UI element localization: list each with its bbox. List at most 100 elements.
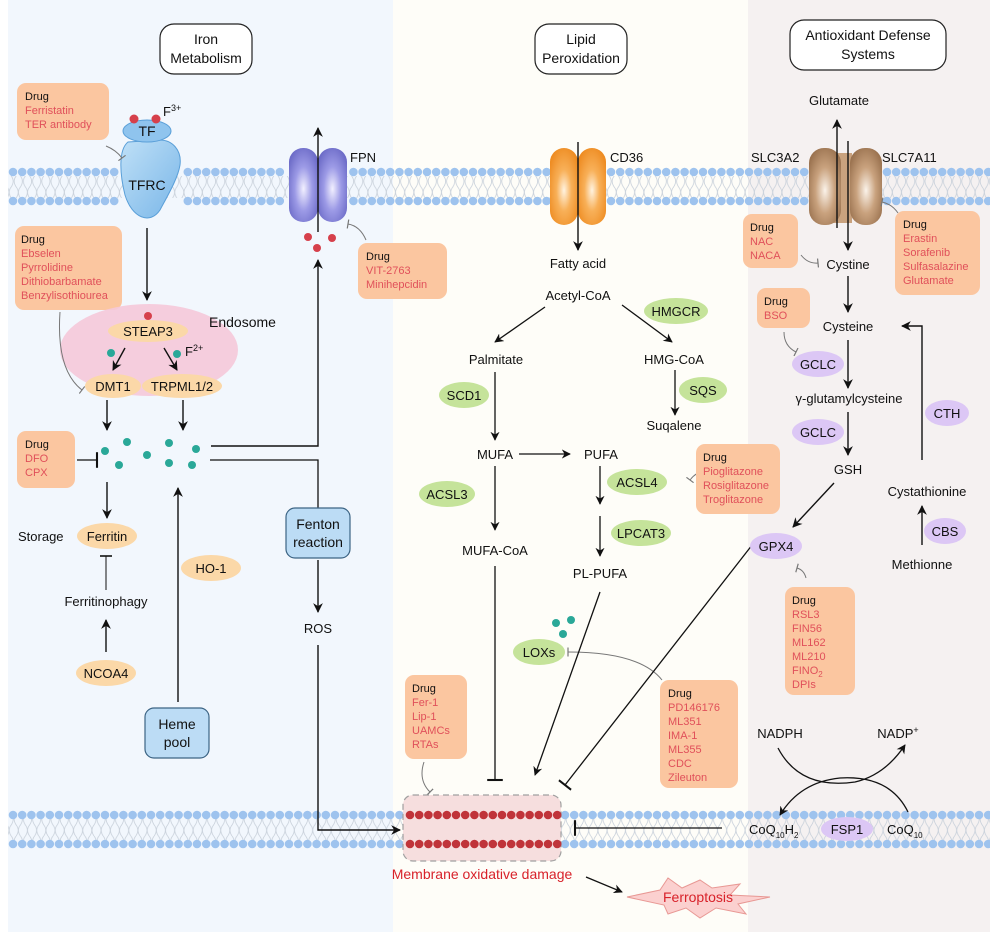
lipid-head — [606, 196, 616, 206]
cd36-label: CD36 — [610, 150, 643, 165]
lipid-head — [155, 810, 165, 820]
lipid-head — [257, 839, 266, 849]
lipid-head — [358, 839, 367, 849]
lipid-head — [395, 810, 404, 820]
ncoa4-label: NCOA4 — [84, 666, 129, 681]
lipid-head — [450, 167, 459, 177]
oxidized-lipid-head — [442, 810, 452, 820]
drug-box-system-xc: Drug Erastin Sorafenib Sulfasalazine Glu… — [895, 211, 980, 295]
drug-title: Drug — [764, 296, 788, 308]
drug-item: DFO — [25, 453, 49, 465]
lipid-head — [753, 167, 763, 177]
oxidized-lipid-head — [543, 839, 553, 849]
lipid-head — [82, 167, 91, 177]
lipid-head — [119, 810, 128, 820]
lipid-head — [36, 810, 45, 820]
gpx4-label: GPX4 — [759, 539, 794, 554]
lipid-head — [45, 839, 55, 849]
drug-box-fpn: Drug VIT-2763 Minihepcidin — [358, 243, 447, 299]
lipid-head — [753, 196, 763, 206]
lipid-head — [661, 167, 671, 177]
drug-item: Sorafenib — [903, 247, 950, 259]
lipid-head — [956, 839, 965, 849]
drug-item: Minihepcidin — [366, 279, 427, 291]
lipid-head — [901, 167, 910, 177]
lipid-head — [100, 810, 110, 820]
drug-item: NACA — [750, 250, 781, 262]
ferritinophagy-label: Ferritinophagy — [64, 594, 148, 609]
lipid-head — [689, 167, 699, 177]
endosome-label: Endosome — [209, 314, 276, 330]
lipid-head — [615, 196, 625, 206]
lipid-head — [818, 839, 827, 849]
lipid-head — [293, 810, 303, 820]
lipid-head — [211, 810, 220, 820]
inhibition-cystine — [800, 254, 820, 268]
lipid-head — [183, 196, 193, 206]
lipid-head — [395, 839, 404, 849]
inhibition-tf — [105, 145, 126, 162]
membrane-damage-zone — [402, 794, 562, 862]
lipid-head — [63, 810, 73, 820]
lipid-head — [349, 839, 358, 849]
drug-item: RSL3 — [792, 609, 820, 621]
lipid-panel-bg — [393, 0, 748, 932]
lipid-head — [192, 196, 202, 206]
oxidized-lipid-head — [506, 810, 516, 820]
inhibition-system-xc — [880, 197, 899, 214]
lipid-head — [201, 810, 211, 820]
lipid-head — [220, 196, 229, 206]
fe3-label: F3+ — [163, 103, 181, 119]
lipid-head — [441, 196, 450, 206]
lipid-head — [514, 196, 524, 206]
lipid-head — [652, 839, 662, 849]
oxidized-lipid-head — [414, 839, 424, 849]
lipid-head — [413, 167, 423, 177]
lipid-head — [523, 196, 533, 206]
lipid-head — [284, 839, 294, 849]
lipid-head — [781, 196, 791, 206]
storage-label: Storage — [18, 529, 64, 544]
inhibition-gclc — [783, 331, 799, 357]
lipid-head — [431, 196, 441, 206]
lipid-head — [569, 839, 579, 849]
heme-pool-label: Heme — [158, 716, 196, 732]
lipid-head — [606, 167, 616, 177]
lipid-head — [735, 167, 745, 177]
lipid-head — [257, 167, 266, 177]
lipid-head — [634, 196, 643, 206]
palmitate-label: Palmitate — [469, 352, 523, 367]
lipid-head — [680, 839, 689, 849]
antioxidant-defense-title: Antioxidant Defense Systems — [789, 19, 947, 71]
lipid-head — [717, 167, 726, 177]
lipid-head — [689, 839, 699, 849]
lipid-head — [487, 167, 496, 177]
fsp1-enzyme: FSP1 — [821, 817, 873, 841]
lipid-head — [100, 196, 110, 206]
drug-item: Rosiglitazone — [703, 480, 769, 492]
acsl3-enzyme: ACSL3 — [419, 481, 475, 507]
lipid-head — [919, 839, 929, 849]
oxidized-lipid-head — [488, 839, 498, 849]
lipid-head — [698, 167, 708, 177]
lipid-head — [284, 810, 294, 820]
lipid-head — [146, 810, 156, 820]
lipid-head — [891, 196, 901, 206]
scd1-enzyme: SCD1 — [439, 382, 489, 408]
lipid-head — [137, 810, 147, 820]
oxidized-lipid-head — [470, 810, 479, 820]
lipid-head — [772, 167, 781, 177]
methionine-label: Methionne — [892, 557, 953, 572]
lipid-head — [671, 167, 680, 177]
fe2-label: F2+ — [185, 343, 203, 359]
lipid-head — [864, 810, 873, 820]
lipid-head — [634, 167, 643, 177]
ncoa4-protein: NCOA4 — [76, 660, 136, 686]
loxs-enzyme: LOXs — [513, 639, 565, 665]
lipid-head — [514, 167, 524, 177]
lipid-head — [753, 810, 763, 820]
lipid-head — [73, 839, 82, 849]
lipid-head — [928, 839, 938, 849]
nadph-to-nadp-arrow — [777, 744, 906, 784]
